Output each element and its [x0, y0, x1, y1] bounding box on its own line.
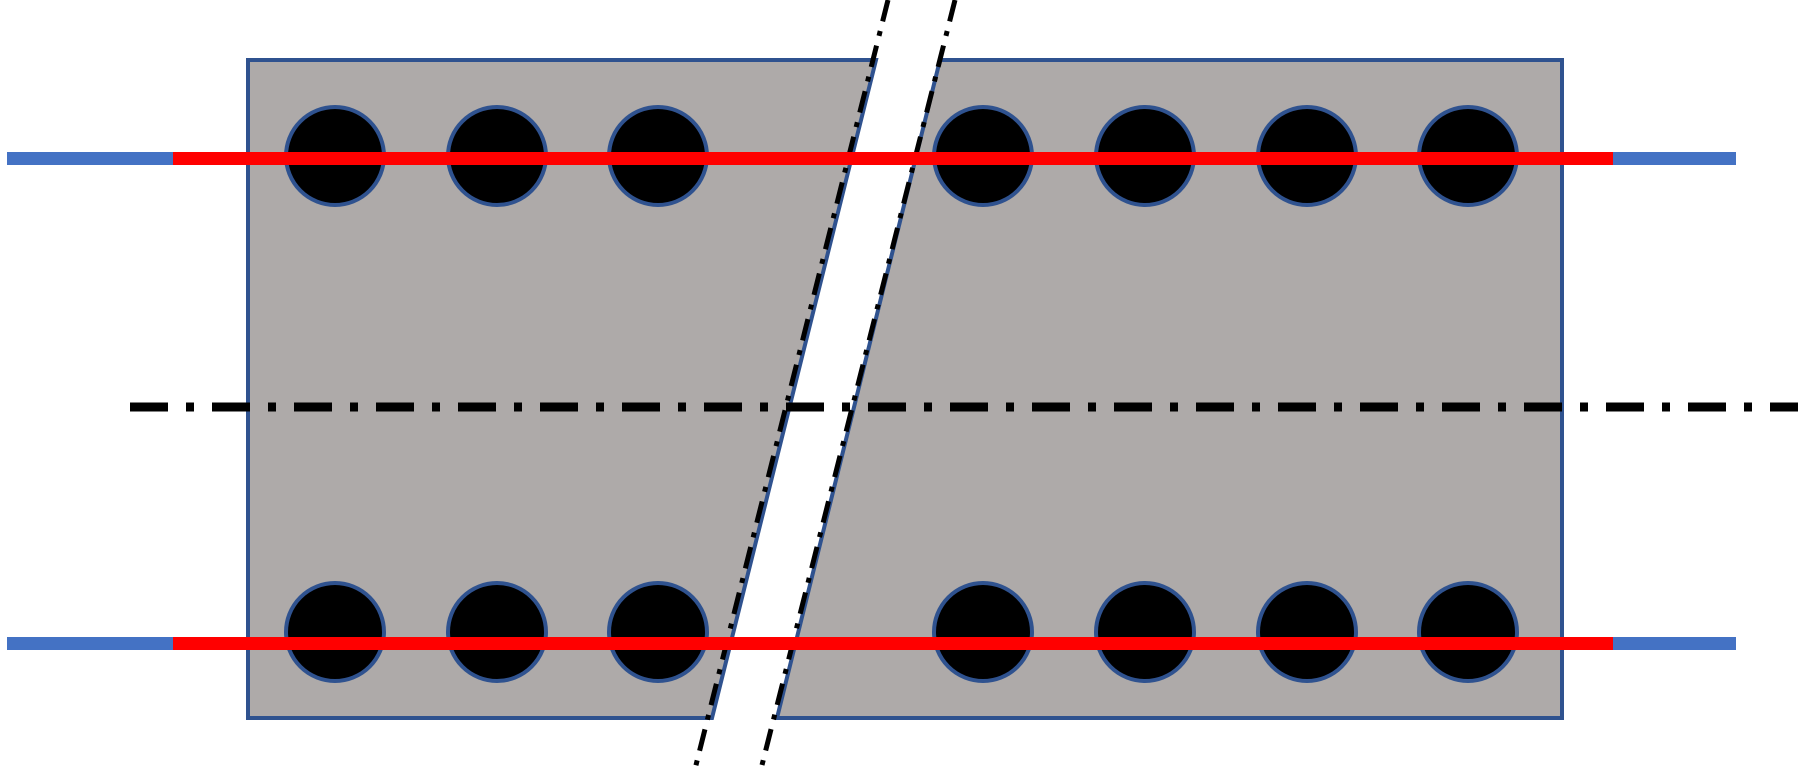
bottom-rebar-5 [1094, 581, 1196, 683]
bottom-rebar-2 [446, 581, 548, 683]
bottom-rebar-1 [284, 581, 386, 683]
bottom-tendon-inner [173, 637, 1613, 650]
bottom-rebar-row [284, 581, 1519, 683]
top-tendon-inner [173, 152, 1613, 165]
bottom-tendon [7, 637, 1736, 650]
bottom-rebar-4 [932, 581, 1034, 683]
bottom-rebar-7 [1417, 581, 1519, 683]
concrete-body-right [774, 58, 1564, 720]
bottom-rebar-3 [607, 581, 709, 683]
bottom-rebar-6 [1256, 581, 1358, 683]
bottom-tendon-left-extension [7, 637, 175, 650]
top-tendon [7, 152, 1736, 165]
bottom-tendon-right-extension [1610, 637, 1736, 650]
top-tendon-left-extension [7, 152, 175, 165]
concrete-body-left [246, 58, 879, 720]
top-tendon-right-extension [1610, 152, 1736, 165]
